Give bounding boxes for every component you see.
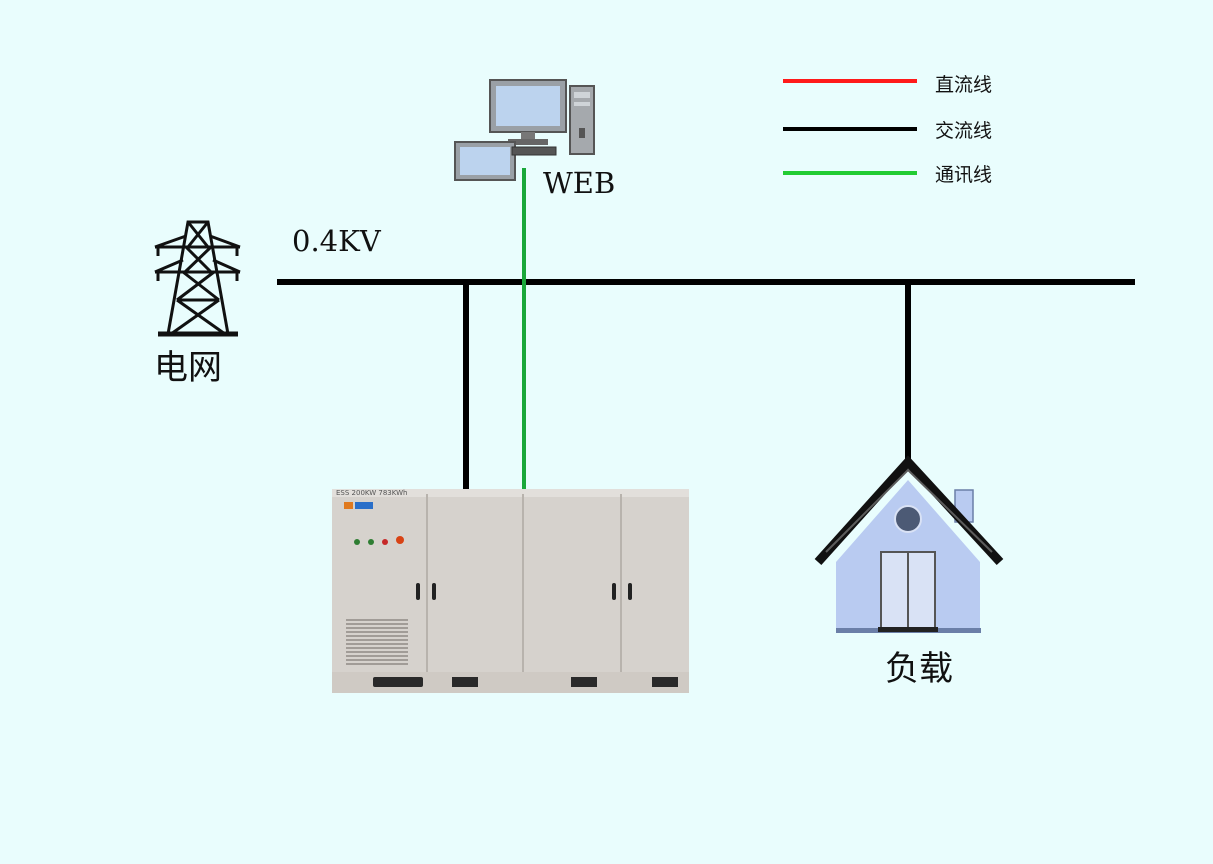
computer-icon (454, 79, 595, 181)
grid-label: 电网 (154, 348, 222, 388)
legend-dc-label: 直流线 (935, 74, 993, 96)
web-label: WEB (543, 166, 616, 200)
power-tower-icon (154, 220, 241, 337)
legend (783, 79, 917, 175)
house-icon (814, 455, 1004, 633)
load-label: 负载 (885, 649, 953, 689)
voltage-label: 0.4KV (292, 224, 381, 258)
cabinet-nameplate: ESS 200KW 783KWh (336, 489, 408, 497)
legend-ac-label: 交流线 (935, 120, 993, 142)
ess-cabinet-image (332, 489, 689, 693)
legend-comm-label: 通讯线 (935, 164, 993, 186)
